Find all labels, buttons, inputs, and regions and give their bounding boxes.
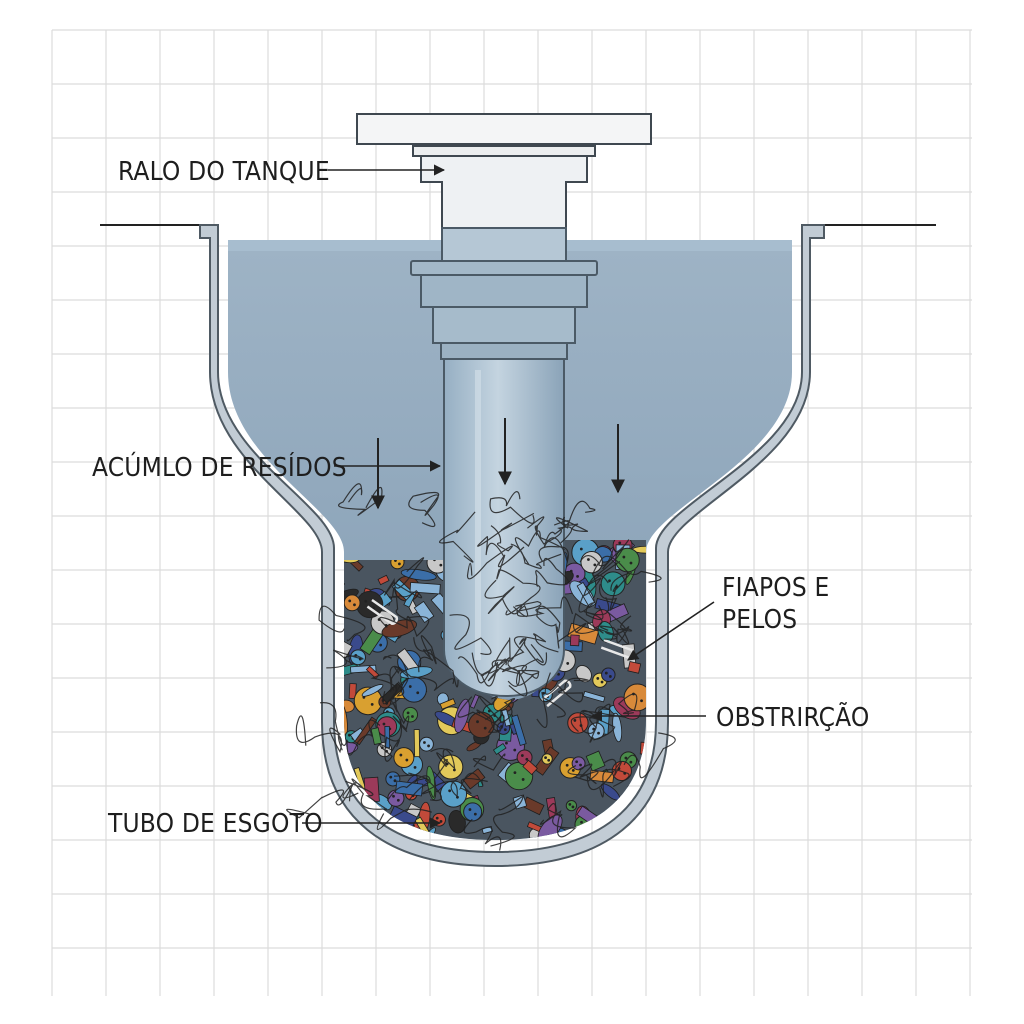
label-sewer: TUBO DE ESGOTO [107, 809, 323, 839]
label-lint-line2: PELOS [722, 605, 797, 635]
flow-arrows [371, 418, 625, 510]
drain-cap [356, 113, 652, 233]
label-lint-line1: FIAPOS E [722, 573, 830, 603]
label-buildup: ACÚMLO DE RESÍDOS [92, 451, 347, 483]
label-drain: RALO DO TANQUE [118, 157, 330, 187]
leader-lines [302, 164, 715, 829]
label-clog: OBSTRIRÇÃO [716, 701, 870, 733]
leader-lint [627, 601, 715, 661]
hair-strands [286, 483, 676, 851]
